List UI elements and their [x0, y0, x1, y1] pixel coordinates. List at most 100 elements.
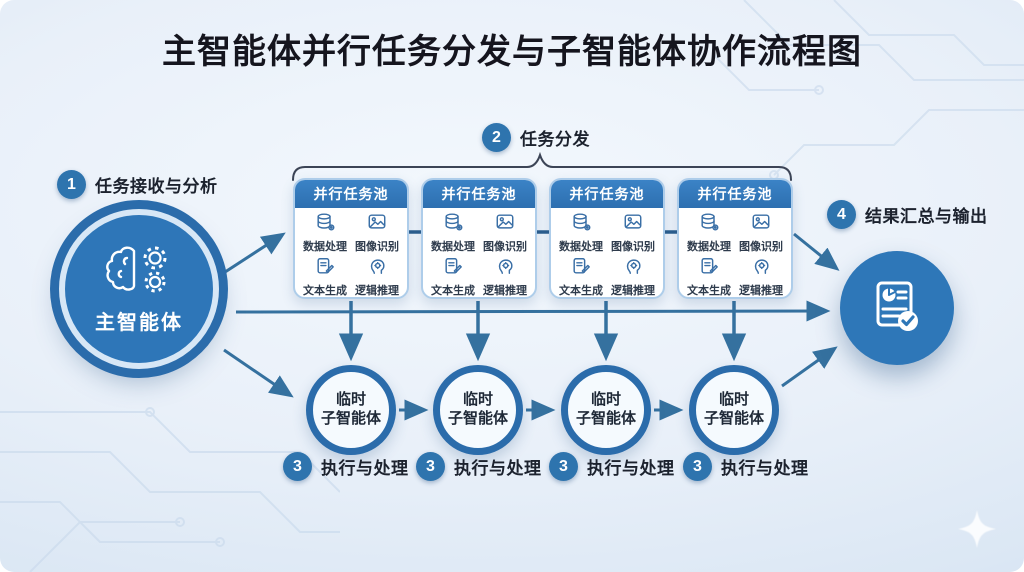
sub-agent-label-line2: 子智能体	[575, 410, 636, 427]
page-title: 主智能体并行任务分发与子智能体协作流程图	[162, 33, 862, 71]
step3-badge-3: 3 执行与处理	[549, 452, 675, 481]
task-pool-title: 并行任务池	[295, 180, 407, 208]
task-distribution-brace	[292, 151, 792, 181]
pool-item-logic-reasoning: 逻辑推理	[608, 256, 658, 297]
step3-badge-1: 3 执行与处理	[283, 452, 409, 481]
pool-item-label: 逻辑推理	[355, 285, 399, 297]
step3-number: 3	[549, 452, 578, 481]
step2-badge: 2 任务分发	[482, 123, 590, 152]
brain-gears-icon	[100, 243, 178, 302]
step3-label: 执行与处理	[454, 459, 542, 478]
pool-item-logic-reasoning: 逻辑推理	[480, 256, 530, 297]
step2-label: 任务分发	[520, 130, 590, 149]
step2-number: 2	[482, 123, 511, 152]
circuit-pattern-top-right	[714, 0, 1024, 180]
database-icon	[698, 212, 720, 237]
text-generation-icon	[698, 256, 720, 281]
arrow-main-to-pool1	[221, 232, 286, 276]
circuit-pattern-bottom-left	[0, 407, 340, 572]
pool-item-label: 图像识别	[611, 241, 655, 253]
step1-badge: 1 任务接收与分析	[57, 170, 218, 199]
logic-head-icon	[750, 256, 772, 281]
main-agent-node: 主智能体	[59, 209, 219, 369]
pool-item-image-recognition: 图像识别	[352, 212, 402, 254]
step3-number: 3	[683, 452, 712, 481]
sub-agent-node-4: 临时 子智能体	[689, 365, 779, 455]
pool-item-label: 数据处理	[303, 241, 347, 253]
step3-badge-2: 3 执行与处理	[416, 452, 542, 481]
task-pool-title: 并行任务池	[551, 180, 663, 208]
pool-item-label: 逻辑推理	[483, 285, 527, 297]
report-check-icon	[866, 276, 928, 341]
task-pool-2: 并行任务池 数据处理 图像识别 文本生成 逻辑推理	[421, 178, 537, 299]
step4-number: 4	[827, 200, 856, 229]
pool-item-label: 文本生成	[431, 285, 475, 297]
image-icon	[366, 212, 388, 237]
sub-agent-label-line1: 临时	[462, 391, 493, 409]
sub-agent-node-1: 临时 子智能体	[306, 365, 396, 455]
arrow-pool4-to-output	[793, 232, 840, 271]
pool-item-text-generation: 文本生成	[300, 256, 350, 297]
sub-agent-node-3: 临时 子智能体	[561, 365, 651, 455]
step3-number: 3	[416, 452, 445, 481]
sub-agent-label-line2: 子智能体	[447, 410, 508, 427]
pool-item-label: 数据处理	[431, 241, 475, 253]
sub-agent-label-line1: 临时	[590, 391, 621, 409]
arrow-main-to-subagent1	[223, 348, 294, 398]
step4-badge: 4 结果汇总与输出	[827, 200, 988, 229]
sub-agent-label-line2: 子智能体	[703, 410, 764, 427]
logic-head-icon	[366, 256, 388, 281]
text-generation-icon	[442, 256, 464, 281]
pool-item-image-recognition: 图像识别	[608, 212, 658, 254]
pool-item-text-generation: 文本生成	[428, 256, 478, 297]
task-pool-1: 并行任务池 数据处理 图像识别 文本生成 逻辑推理	[293, 178, 409, 299]
task-pool-3: 并行任务池 数据处理 图像识别 文本生成 逻辑推理	[549, 178, 665, 299]
pool-item-label: 图像识别	[355, 241, 399, 253]
sub-agent-node-2: 临时 子智能体	[433, 365, 523, 455]
output-node	[840, 251, 954, 365]
database-icon	[442, 212, 464, 237]
sub-agent-label-line1: 临时	[335, 391, 366, 409]
pool-item-image-recognition: 图像识别	[736, 212, 786, 254]
pool-item-label: 文本生成	[303, 285, 347, 297]
task-pool-title: 并行任务池	[423, 180, 535, 208]
text-generation-icon	[314, 256, 336, 281]
text-generation-icon	[570, 256, 592, 281]
step3-label: 执行与处理	[321, 459, 409, 478]
pool-item-data-processing: 数据处理	[428, 212, 478, 254]
sparkle-icon	[958, 510, 996, 548]
arrow-subagent4-to-output	[781, 346, 838, 388]
pool-item-label: 数据处理	[687, 241, 731, 253]
image-icon	[622, 212, 644, 237]
task-pool-4: 并行任务池 数据处理 图像识别 文本生成 逻辑推理	[677, 178, 793, 299]
pool-item-label: 图像识别	[483, 241, 527, 253]
logic-head-icon	[622, 256, 644, 281]
step3-label: 执行与处理	[721, 459, 809, 478]
pool-item-data-processing: 数据处理	[684, 212, 734, 254]
pool-item-label: 文本生成	[687, 285, 731, 297]
pool-item-label: 文本生成	[559, 285, 603, 297]
pool-item-data-processing: 数据处理	[300, 212, 350, 254]
task-pool-title: 并行任务池	[679, 180, 791, 208]
pool-item-label: 数据处理	[559, 241, 603, 253]
pool-item-logic-reasoning: 逻辑推理	[352, 256, 402, 297]
pool-item-logic-reasoning: 逻辑推理	[736, 256, 786, 297]
pool-item-label: 逻辑推理	[739, 285, 783, 297]
database-icon	[314, 212, 336, 237]
step1-label: 任务接收与分析	[95, 177, 218, 196]
database-icon	[570, 212, 592, 237]
pool-item-label: 逻辑推理	[611, 285, 655, 297]
step3-label: 执行与处理	[587, 459, 675, 478]
sub-agent-label-line2: 子智能体	[320, 410, 381, 427]
step3-number: 3	[283, 452, 312, 481]
arrow-main-to-output	[235, 300, 831, 322]
step3-badge-4: 3 执行与处理	[683, 452, 809, 481]
step4-label: 结果汇总与输出	[865, 207, 988, 226]
pool-item-label: 图像识别	[739, 241, 783, 253]
image-icon	[750, 212, 772, 237]
pool-item-image-recognition: 图像识别	[480, 212, 530, 254]
pool-item-text-generation: 文本生成	[684, 256, 734, 297]
main-agent-label: 主智能体	[95, 312, 183, 334]
